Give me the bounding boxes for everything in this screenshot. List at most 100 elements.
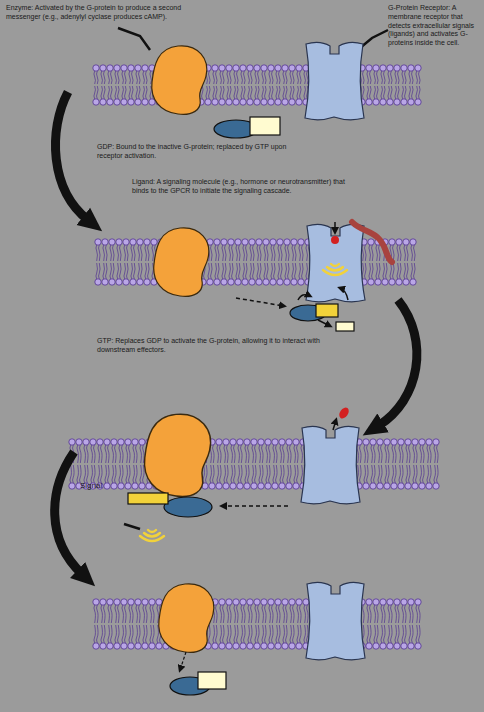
lipid-head bbox=[279, 439, 285, 445]
lipid-head bbox=[298, 239, 304, 245]
lipid-head bbox=[254, 643, 260, 649]
lipid-head bbox=[368, 239, 374, 245]
lipid-head bbox=[389, 239, 395, 245]
lipid-head bbox=[137, 279, 143, 285]
ligand-note: Ligand: A signaling molecule (e.g., horm… bbox=[132, 178, 350, 196]
lipid-head bbox=[90, 439, 96, 445]
lipid-head bbox=[394, 643, 400, 649]
lipid-head bbox=[366, 65, 372, 71]
lipid-head bbox=[377, 439, 383, 445]
enzyme-antenna bbox=[118, 28, 150, 50]
lipid-head bbox=[377, 483, 383, 489]
lipid-head bbox=[247, 643, 253, 649]
lipid-head bbox=[426, 439, 432, 445]
lipid-head bbox=[209, 483, 215, 489]
lipid-head bbox=[258, 483, 264, 489]
lipid-head bbox=[128, 65, 134, 71]
lipid-head bbox=[156, 643, 162, 649]
lipid-head bbox=[139, 439, 145, 445]
lipid-head bbox=[282, 643, 288, 649]
lipid-head bbox=[221, 239, 227, 245]
gdp-note: GDP: Bound to the inactive G-protein; re… bbox=[97, 143, 307, 161]
lipid-head bbox=[405, 483, 411, 489]
lipid-head bbox=[410, 279, 416, 285]
lipid-head bbox=[139, 483, 145, 489]
lipid-head bbox=[93, 65, 99, 71]
lipid-head bbox=[226, 65, 232, 71]
lipid-head bbox=[415, 65, 421, 71]
lipid-head bbox=[233, 99, 239, 105]
lipid-head bbox=[289, 643, 295, 649]
lipid-head bbox=[125, 483, 131, 489]
lipid-head bbox=[291, 239, 297, 245]
lipid-head bbox=[387, 643, 393, 649]
lipid-head bbox=[221, 279, 227, 285]
lipid-head bbox=[268, 599, 274, 605]
receptor-shape bbox=[306, 582, 365, 659]
lipid-head bbox=[282, 599, 288, 605]
lipid-head bbox=[284, 239, 290, 245]
lipid-head bbox=[242, 279, 248, 285]
lipid-head bbox=[401, 643, 407, 649]
release-arrow bbox=[333, 420, 336, 430]
lipid-head bbox=[296, 99, 302, 105]
lipid-head bbox=[93, 643, 99, 649]
ligand-dot bbox=[337, 406, 350, 420]
enzyme-note: Enzyme: Activated by the G-protein to pr… bbox=[6, 4, 188, 22]
lipid-head bbox=[83, 439, 89, 445]
lipid-head bbox=[256, 279, 262, 285]
lipid-head bbox=[370, 439, 376, 445]
membrane bbox=[95, 239, 416, 285]
dashed-arrow bbox=[222, 505, 288, 507]
lipid-head bbox=[240, 643, 246, 649]
lipid-head bbox=[275, 65, 281, 71]
lipid-head bbox=[125, 439, 131, 445]
lipid-head bbox=[135, 99, 141, 105]
lipid-head bbox=[403, 279, 409, 285]
lipid-head bbox=[410, 239, 416, 245]
lipid-head bbox=[111, 439, 117, 445]
lipid-head bbox=[415, 99, 421, 105]
lipid-head bbox=[408, 65, 414, 71]
lipid-head bbox=[261, 65, 267, 71]
lipid-head bbox=[401, 65, 407, 71]
lipid-head bbox=[69, 439, 75, 445]
lipid-head bbox=[109, 279, 115, 285]
lipid-head bbox=[69, 483, 75, 489]
ligand-dot bbox=[331, 236, 339, 244]
lipid-head bbox=[289, 599, 295, 605]
lipid-head bbox=[387, 65, 393, 71]
lipid-head bbox=[272, 483, 278, 489]
lipid-head bbox=[282, 65, 288, 71]
lipid-head bbox=[226, 99, 232, 105]
signal-label: Signal bbox=[80, 481, 120, 491]
lipid-head bbox=[76, 439, 82, 445]
lipid-head bbox=[230, 439, 236, 445]
lipid-head bbox=[247, 599, 253, 605]
signal-waves bbox=[140, 530, 164, 541]
lipid-head bbox=[214, 239, 220, 245]
lipid-head bbox=[100, 643, 106, 649]
lipid-head bbox=[109, 239, 115, 245]
lipid-head bbox=[384, 439, 390, 445]
lipid-head bbox=[265, 483, 271, 489]
lipid-head bbox=[149, 643, 155, 649]
lipid-head bbox=[391, 439, 397, 445]
lipid-head bbox=[247, 65, 253, 71]
lipid-head bbox=[263, 279, 269, 285]
lipid-head bbox=[394, 65, 400, 71]
lipid-head bbox=[107, 599, 113, 605]
lipid-head bbox=[251, 439, 257, 445]
lipid-head bbox=[275, 599, 281, 605]
lipid-head bbox=[223, 483, 229, 489]
lipid-head bbox=[373, 643, 379, 649]
lipid-head bbox=[128, 99, 134, 105]
lipid-head bbox=[261, 643, 267, 649]
step-arrow bbox=[55, 92, 88, 220]
lipid-head bbox=[298, 279, 304, 285]
lipid-head bbox=[130, 239, 136, 245]
lipid-head bbox=[214, 279, 220, 285]
lipid-head bbox=[270, 279, 276, 285]
lipid-head bbox=[433, 439, 439, 445]
